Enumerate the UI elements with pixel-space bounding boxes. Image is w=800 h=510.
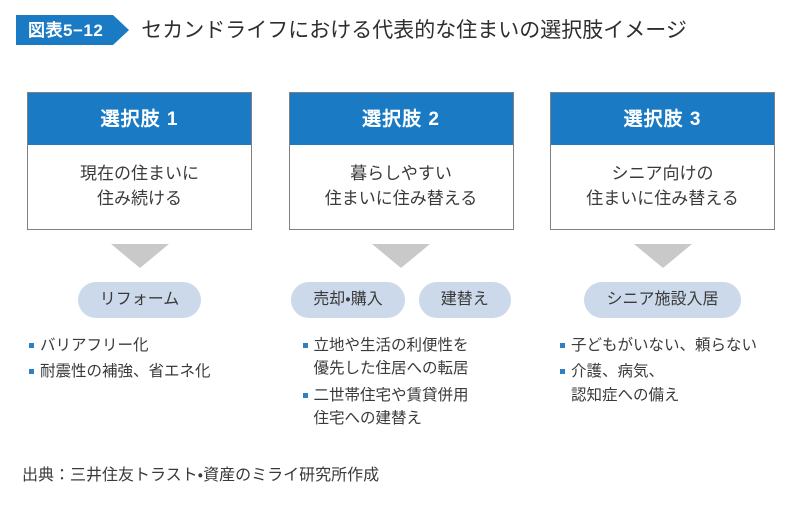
- option-bullet-list-1: バリアフリー化 耐震性の補強、省エネ化: [27, 334, 252, 387]
- pill-sell-purchase-label: 売却・購入: [313, 291, 383, 308]
- source-note: 出典：三井住友トラスト・資産のミライ研究所作成: [22, 467, 380, 484]
- bullet-text: 耐震性の補強、省エネ化: [40, 363, 211, 381]
- option-bullet-list-2: 立地や生活の利便性を 優先した住居への転居 二世帯住宅や賃貸併用 住宅への建替え: [289, 334, 514, 433]
- bullet-square-icon: [302, 343, 308, 348]
- figure-tag-arrow-icon: [113, 15, 130, 45]
- option-card-2-header: 選択肢 2: [289, 93, 513, 145]
- down-arrow-icon-3: [633, 244, 692, 268]
- list-item: 二世帯住宅や賃貸併用 住宅への建替え: [302, 384, 469, 431]
- option-bullet-list-3: 子どもがいない、頼らない 介護、病気、 認知症への備え: [550, 334, 775, 410]
- list-item: バリアフリー化: [29, 334, 149, 357]
- pill-rebuild-label: 建替え: [440, 291, 489, 308]
- option-card-1-header: 選択肢 1: [28, 93, 251, 145]
- option-pill-row-2: 売却・購入 建替え: [291, 282, 511, 318]
- list-item: 耐震性の補強、省エネ化: [29, 360, 211, 383]
- option-card-1-title: 選択肢 1: [100, 108, 179, 130]
- bullet-square-icon: [560, 343, 565, 348]
- pill-sell-purchase: 売却・購入: [291, 282, 405, 318]
- option-pill-row-3: シニア施設入居: [584, 282, 741, 318]
- option-card-3-description: シニア向けの 住まいに住み替える: [586, 164, 739, 208]
- pill-senior-facility-label: シニア施設入居: [606, 291, 719, 308]
- option-card-3-header: 選択肢 3: [551, 93, 774, 145]
- figure-number-label: 図表5−12: [28, 20, 104, 40]
- option-column-3: 選択肢 3 シニア向けの 住まいに住み替える シニア施設入居 子どもがいない、頼…: [550, 92, 775, 433]
- option-card-2: 選択肢 2 暮らしやすい 住まいに住み替える: [288, 92, 514, 230]
- list-item: 介護、病気、 認知症への備え: [560, 360, 680, 407]
- option-card-1: 選択肢 1 現在の住まいに 住み続ける: [27, 92, 252, 230]
- bullet-text: バリアフリー化: [40, 337, 149, 354]
- bullet-text: 二世帯住宅や賃貸併用 住宅への建替え: [313, 386, 469, 427]
- down-arrow-icon-1: [110, 244, 169, 268]
- bullet-text: 介護、病気、 認知症への備え: [571, 363, 680, 404]
- bullet-text: 立地や生活の利便性を 優先した住居への転居: [313, 337, 469, 378]
- options-columns: 選択肢 1 現在の住まいに 住み続ける リフォーム バリアフリー化 耐震性の補強…: [27, 92, 775, 433]
- option-card-2-description: 暮らしやすい 住まいに住み替える: [324, 164, 478, 208]
- pill-reform-label: リフォーム: [99, 291, 180, 308]
- option-card-2-title: 選択肢 2: [362, 108, 440, 130]
- down-arrow-icon-2: [372, 244, 430, 268]
- bullet-square-icon: [302, 392, 308, 398]
- list-item: 立地や生活の利便性を 優先した住居への転居: [302, 334, 469, 381]
- option-column-1: 選択肢 1 現在の住まいに 住み続ける リフォーム バリアフリー化 耐震性の補強…: [27, 92, 252, 433]
- option-card-3-body: シニア向けの 住まいに住み替える: [551, 145, 774, 229]
- bullet-square-icon: [29, 369, 34, 375]
- list-item: 子どもがいない、頼らない: [560, 334, 757, 357]
- page-title: セカンドライフにおける代表的な住まいの選択肢イメージ: [141, 18, 687, 42]
- option-card-3: 選択肢 3 シニア向けの 住まいに住み替える: [550, 92, 775, 230]
- option-card-1-description: 現在の住まいに 住み続ける: [80, 164, 199, 208]
- pill-senior-facility: シニア施設入居: [584, 282, 741, 318]
- option-card-2-body: 暮らしやすい 住まいに住み替える: [290, 145, 513, 229]
- figure-header: 図表5−12 セカンドライフにおける代表的な住まいの選択肢イメージ: [0, 10, 800, 50]
- bullet-square-icon: [29, 343, 34, 348]
- option-card-3-title: 選択肢 3: [623, 108, 702, 130]
- pill-reform: リフォーム: [77, 282, 202, 318]
- option-column-2: 選択肢 2 暮らしやすい 住まいに住み替える 売却・購入 建替え 立地や生活の利…: [288, 92, 514, 433]
- option-card-1-body: 現在の住まいに 住み続ける: [28, 145, 251, 229]
- pill-rebuild: 建替え: [418, 282, 511, 318]
- figure-number-tag: 図表5−12: [16, 15, 114, 45]
- bullet-square-icon: [560, 369, 565, 375]
- option-pill-row-1: リフォーム: [77, 282, 202, 318]
- bullet-text: 子どもがいない、頼らない: [571, 337, 758, 354]
